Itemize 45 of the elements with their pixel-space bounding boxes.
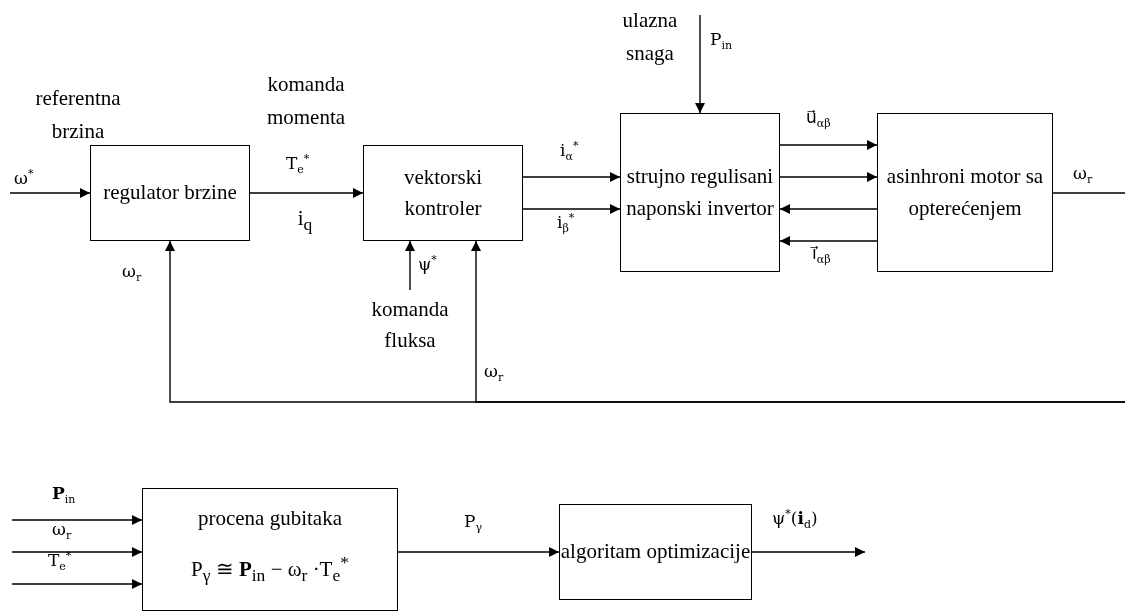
- arrow: [9, 188, 91, 198]
- arrow: [11, 515, 143, 525]
- block-label: strujno regulisani naponski invertor: [625, 163, 775, 222]
- block-label: asinhroni motor sa opterećenjem: [885, 163, 1045, 222]
- process-box: [877, 113, 1053, 272]
- signal-label: ω$^{*}$: [14, 168, 34, 189]
- arrow: [779, 204, 878, 214]
- arrow: [522, 204, 621, 214]
- block-label: procena gubitaka: [198, 505, 342, 532]
- signal-label: ω$_{r}$: [1073, 164, 1093, 188]
- arrow: [779, 236, 878, 246]
- signal-label: P$_{γ}$: [464, 512, 483, 536]
- signal-label: i⃗$_{αβ}$: [812, 244, 831, 268]
- signal-label: P$_{in}$: [52, 484, 76, 508]
- block-label: algoritam optimizacije: [560, 538, 751, 566]
- signal-label: ψ$^{*}$(i$_{d}$): [772, 508, 818, 532]
- signal-label: ψ$^{*}$: [418, 254, 437, 275]
- block-label: regulator brzine: [103, 179, 237, 207]
- signal-label: ω$_{r}$: [484, 362, 504, 386]
- annotation-text: ulazna snaga: [621, 7, 679, 67]
- arrow: [11, 579, 143, 589]
- arrow: [397, 547, 560, 557]
- arrow: [471, 240, 1125, 403]
- signal-label: P$_{in}$: [710, 30, 733, 54]
- arrow: [779, 172, 878, 182]
- process-box: [142, 488, 398, 611]
- arrow: [695, 14, 705, 114]
- input-label: komanda fluksa: [370, 295, 450, 354]
- process-box: [559, 504, 752, 600]
- annotation-text: referentna brzina: [34, 85, 122, 145]
- arrow: [11, 547, 143, 557]
- signal-label: ω$_{r}$: [52, 520, 72, 544]
- arrow: [779, 140, 878, 150]
- annotation-text: i$_{q}$: [296, 205, 314, 237]
- arrow: [405, 240, 415, 291]
- annotation-text: komanda momenta: [265, 71, 347, 131]
- block-label: vektorski kontroler: [402, 163, 484, 222]
- arrow: [522, 172, 621, 182]
- process-box: [620, 113, 780, 272]
- signal-label: ω$_{r}$: [122, 262, 142, 286]
- process-box: [363, 145, 523, 241]
- signal-label: u⃗$_{αβ}$: [806, 108, 831, 132]
- arrow: [249, 188, 364, 198]
- arrow: [751, 547, 866, 557]
- process-box: [90, 145, 250, 241]
